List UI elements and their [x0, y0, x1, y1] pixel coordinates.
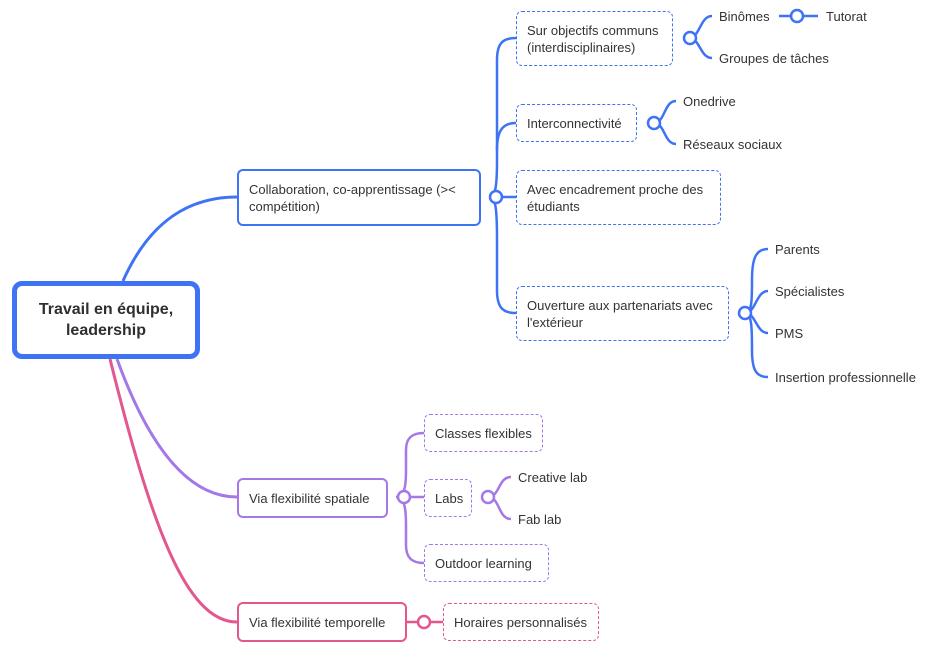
leaf-fab-lab[interactable]: Fab lab [518, 512, 562, 527]
topic-flexibilite-spatiale-label: Via flexibilité spatiale [249, 490, 370, 506]
topic-labs-label: Labs [435, 490, 464, 506]
leaf-groupes-taches[interactable]: Groupes de tâches [719, 51, 829, 66]
topic-interconnectivite-label: Interconnectivité [527, 115, 622, 131]
topic-horaires-personnalises[interactable]: Horaires personnalisés [443, 603, 599, 641]
leaf-binomes[interactable]: Binômes [719, 9, 770, 24]
topic-flexibilite-temporelle[interactable]: Via flexibilité temporelle [237, 602, 407, 642]
connector-collab-interconnectivite [495, 121, 517, 151]
topic-collaboration-label: Collaboration, co-apprentissage (>< comp… [249, 181, 456, 214]
topic-labs[interactable]: Labs [424, 479, 472, 517]
topic-horaires-personnalises-label: Horaires personnalisés [454, 614, 587, 630]
topic-interconnectivite[interactable]: Interconnectivité [516, 104, 637, 142]
collapse-knob-interconnectivite[interactable] [646, 115, 662, 131]
topic-encadrement[interactable]: Avec encadrement proche des étudiants [516, 170, 721, 225]
topic-outdoor-learning[interactable]: Outdoor learning [424, 544, 549, 582]
connector-spatiale-outdoor [395, 495, 425, 565]
collapse-knob-spatiale[interactable] [396, 489, 412, 505]
topic-encadrement-label: Avec encadrement proche des étudiants [527, 181, 704, 214]
topic-flexibilite-spatiale[interactable]: Via flexibilité spatiale [237, 478, 388, 518]
connector-root-spatiale [115, 358, 238, 499]
topic-classes-flexibles[interactable]: Classes flexibles [424, 414, 543, 452]
collapse-knob-binomes[interactable] [789, 8, 805, 24]
leaf-reseaux-sociaux[interactable]: Réseaux sociaux [683, 137, 782, 152]
collapse-knob-labs[interactable] [480, 489, 496, 505]
topic-classes-flexibles-label: Classes flexibles [435, 425, 532, 441]
topic-outdoor-learning-label: Outdoor learning [435, 555, 532, 571]
leaf-insertion-professionnelle[interactable]: Insertion professionnelle [775, 370, 916, 385]
topic-objectifs[interactable]: Sur objectifs communs (interdisciplinair… [516, 11, 673, 66]
connector-root-temporelle [108, 358, 238, 624]
connector-collab-partenariats [488, 195, 517, 315]
topic-collaboration[interactable]: Collaboration, co-apprentissage (>< comp… [237, 169, 481, 226]
topic-objectifs-label: Sur objectifs communs (interdisciplinair… [527, 22, 659, 55]
leaf-creative-lab[interactable]: Creative lab [518, 470, 588, 485]
leaf-onedrive[interactable]: Onedrive [683, 94, 736, 109]
collapse-knob-objectifs[interactable] [682, 30, 698, 46]
collapse-knob-partenariats[interactable] [737, 305, 753, 321]
topic-flexibilite-temporelle-label: Via flexibilité temporelle [249, 614, 386, 630]
leaf-pms[interactable]: PMS [775, 326, 804, 341]
connector-root-collaboration [121, 195, 238, 282]
leaf-tutorat[interactable]: Tutorat [826, 9, 867, 24]
collapse-knob-collaboration[interactable] [488, 189, 504, 205]
leaf-parents[interactable]: Parents [775, 242, 820, 257]
connector-collab-objectifs [488, 36, 517, 199]
leaf-specialistes[interactable]: Spécialistes [775, 284, 845, 299]
topic-partenariats-label: Ouverture aux partenariats avec l'extéri… [527, 297, 713, 330]
collapse-knob-temporelle[interactable] [416, 614, 432, 630]
topic-partenariats[interactable]: Ouverture aux partenariats avec l'extéri… [516, 286, 729, 341]
connector-spatiale-classes [395, 431, 425, 499]
root-topic[interactable]: Travail en équipe, leadership [12, 281, 200, 359]
